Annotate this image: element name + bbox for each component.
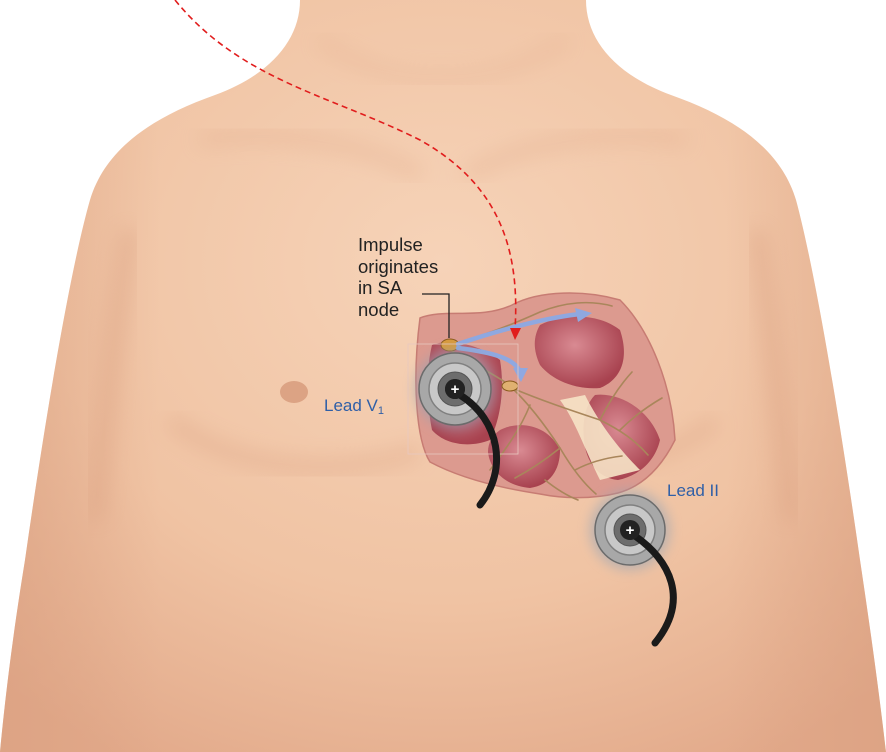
lead-v1-plus-symbol: + <box>451 381 460 398</box>
sa-node-callout-label: Impulse originates in SA node <box>358 234 438 320</box>
lead-ii-plus-symbol: + <box>626 522 635 539</box>
av-node <box>502 381 518 391</box>
nipple <box>280 381 308 403</box>
callout-line-2: originates <box>358 256 438 278</box>
lead-v1-label: Lead V1 <box>324 396 384 417</box>
lead-ii-label: Lead II <box>667 481 719 501</box>
callout-line-4: node <box>358 299 438 321</box>
callout-line-1: Impulse <box>358 234 438 256</box>
lead-v1-label-subscript: 1 <box>378 405 384 417</box>
lead-v1-label-text: Lead V <box>324 396 378 415</box>
callout-line-3: in SA <box>358 277 438 299</box>
